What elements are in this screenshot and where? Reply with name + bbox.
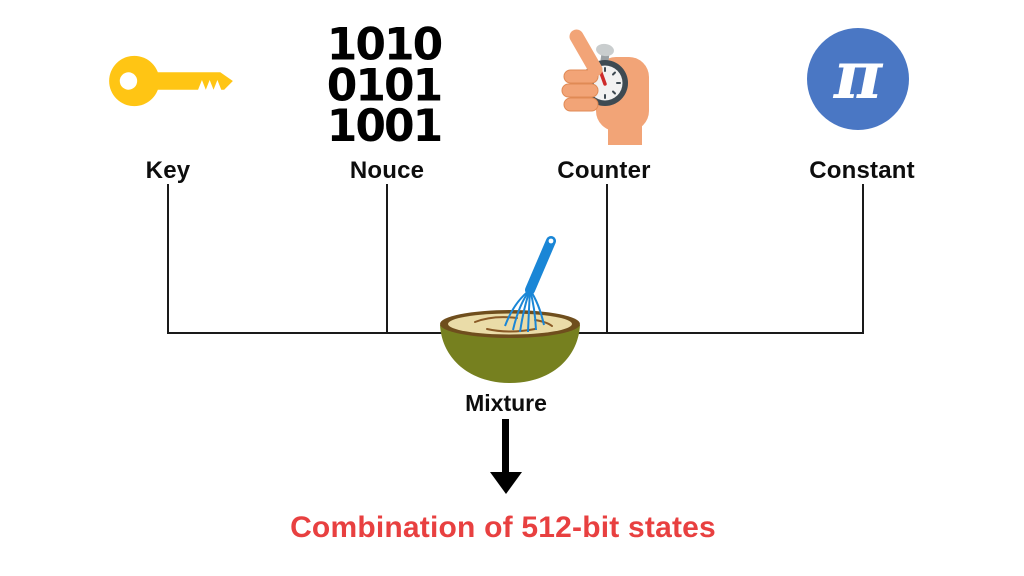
down-arrow-shaft: [502, 419, 509, 473]
connector-line-counter: [606, 184, 608, 332]
pi-symbol: π: [833, 36, 883, 114]
mixing-bowl-icon: [440, 236, 580, 383]
input-label-counter: Counter: [557, 157, 651, 184]
binary-row: 1001: [326, 100, 443, 153]
mixture-label: Mixture: [465, 390, 547, 416]
key-icon: [109, 55, 233, 107]
output-caption: Combination of 512-bit states: [290, 511, 716, 544]
down-arrow-icon: [490, 472, 522, 494]
input-label-nouce: Nouce: [349, 157, 425, 184]
input-label-constant: Constant: [809, 157, 915, 184]
pi-icon: π: [807, 28, 909, 130]
binary-icon: 1010 0101 1001: [327, 22, 498, 148]
connector-line-constant: [862, 184, 864, 332]
input-label-key: Key: [145, 157, 191, 184]
binary-row: 1010: [326, 18, 443, 71]
connector-line-key: [167, 184, 169, 332]
stopwatch-hand-icon: [561, 29, 649, 145]
binary-row: 0101: [326, 59, 443, 112]
connector-line-nouce: [386, 184, 388, 332]
